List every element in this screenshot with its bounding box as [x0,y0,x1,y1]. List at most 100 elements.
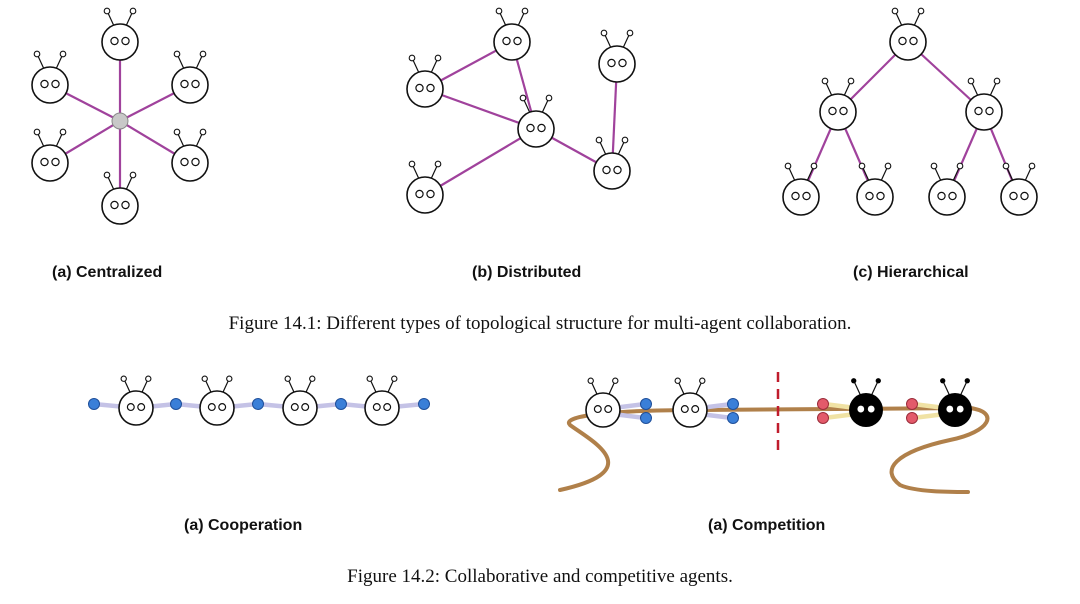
agent-eye [126,403,135,412]
panel-label-cooperation: (a) Cooperation [184,517,303,534]
agent-eye [383,403,392,412]
agent-body [101,23,139,61]
cooperating-agent [364,375,400,426]
antenna-tip [595,136,603,144]
figure-caption-14-2: Figure 14.2: Collaborative and competiti… [347,566,733,587]
antenna-tip [521,7,529,15]
antenna-right [1024,167,1032,182]
antenna-left [288,380,295,394]
agent-body [819,93,857,131]
agent-body [171,144,209,182]
hand-node [640,398,652,410]
agent-eye [513,36,522,46]
antenna-right [960,382,967,396]
agent-eye [372,403,381,412]
antenna-tip [993,77,1001,85]
antenna-tip [674,377,681,384]
antenna-right [871,382,878,396]
agent-node [593,136,631,190]
antenna-tip [847,77,855,85]
antenna-tip [1002,162,1010,170]
shared-hand-node [335,398,347,410]
agent-eye [909,36,918,46]
distributed-topology [406,7,636,214]
competing-agent [938,378,972,427]
antenna-tip [917,7,925,15]
antenna-tip [173,50,181,58]
agent-node [171,128,209,182]
antenna-tip [956,162,964,170]
antenna-tip [103,7,111,15]
hand-node [906,398,918,410]
antenna-tip [875,378,881,384]
antenna-left [177,55,185,70]
centralized-topology [31,7,209,225]
antenna-tip [930,162,938,170]
antenna-right [55,133,63,148]
agent-eye [180,79,189,89]
antenna-tip [129,7,137,15]
antenna-tip [964,378,970,384]
agent-eye [956,405,964,413]
hand-node [817,412,829,424]
central-hub-node [111,112,129,130]
antenna-left [412,165,420,180]
agent-eye [865,191,874,201]
agent-eye [502,36,511,46]
agent-body [889,23,927,61]
antenna-right [430,59,438,74]
antenna-right [125,12,133,27]
agent-eye [593,405,602,414]
antenna-tip [810,162,818,170]
antenna-left [177,133,185,148]
antenna-tip [199,128,207,136]
antenna-tip [699,377,706,384]
antenna-tip [33,128,41,136]
agent-eye [937,191,946,201]
agent-eye [604,405,613,414]
antenna-tip [201,375,208,382]
agent-node [406,54,444,108]
antenna-left [107,12,115,27]
agent-body [598,45,636,83]
agent-eye [828,106,837,116]
agent-eye [839,106,848,116]
agent-node [493,7,531,61]
agent-eye [40,79,49,89]
agent-body [406,176,444,214]
cooperation-diagram [88,375,430,426]
agent-eye [218,403,227,412]
antenna-right [806,167,814,182]
agent-node [517,94,555,148]
antenna-left [412,59,420,74]
agent-eye [857,405,865,413]
antenna-tip [821,77,829,85]
antenna-right [843,82,851,97]
antenna-left [499,12,507,27]
antenna-tip [545,94,553,102]
agent-eye [426,189,435,199]
antenna-tip [519,94,527,102]
antenna-right [55,55,63,70]
agent-body [101,187,139,225]
agent-body [31,66,69,104]
agent-eye [876,191,885,201]
agent-eye [415,189,424,199]
antenna-left [895,12,903,27]
agent-eye [290,403,299,412]
antenna-right [880,167,888,182]
antenna-right [305,380,312,394]
antenna-left [604,34,612,49]
hierarchical-topology [782,7,1038,216]
shared-hand-node [170,398,182,410]
antenna-right [952,167,960,182]
agent-eye [680,405,689,414]
antenna-right [913,12,921,27]
antenna-tip [884,162,892,170]
agent-eye [691,405,700,414]
antenna-right [387,380,394,394]
agent-eye [137,403,146,412]
antenna-tip [33,50,41,58]
agent-eye [110,36,119,46]
